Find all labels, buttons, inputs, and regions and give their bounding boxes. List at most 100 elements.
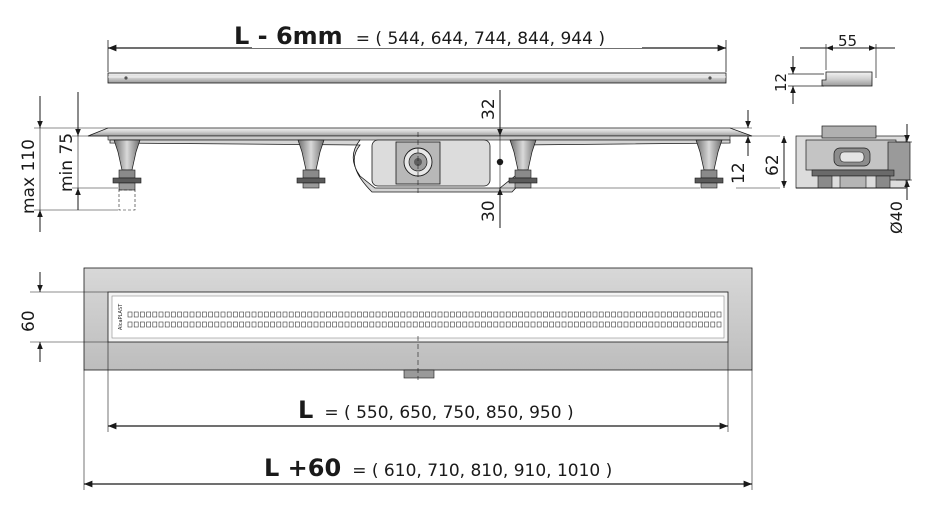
- grate-slot: [276, 321, 282, 328]
- middle-dimension-prefix: L: [298, 396, 313, 424]
- grate-slot: [313, 321, 319, 328]
- grate-slot: [214, 321, 220, 328]
- grate-slot: [301, 321, 306, 328]
- grate-slot: [344, 321, 350, 328]
- grate-slot: [512, 321, 517, 328]
- grate-profile-top: [107, 72, 727, 84]
- grate-slot: [636, 311, 641, 318]
- grate-slot: [474, 321, 480, 328]
- grate-slot: [704, 311, 709, 318]
- side-elevation: max 110 min 75 32 30 12 62: [19, 90, 787, 232]
- grate-slot: [183, 311, 189, 318]
- grate-slot: [487, 311, 492, 318]
- min-75-label: min 75: [57, 133, 77, 192]
- grate-slot: [350, 311, 356, 318]
- grate-slot: [152, 321, 158, 328]
- grate-slot: [512, 311, 517, 318]
- grate-slot: [667, 311, 672, 318]
- grate-slot: [326, 321, 331, 328]
- grate-slot: [350, 321, 356, 328]
- grate-slot: [673, 321, 678, 328]
- grate-slot: [474, 311, 480, 318]
- grate-slot: [685, 321, 691, 328]
- grate-slot: [660, 321, 666, 328]
- grate-slot: [295, 311, 300, 318]
- grate-slot: [611, 321, 616, 328]
- grate-slot: [406, 311, 412, 318]
- grate-slot: [437, 321, 443, 328]
- grate-slot: [493, 311, 499, 318]
- grate-slot: [425, 321, 430, 328]
- end-view: Ø40: [795, 124, 912, 234]
- grate-slot: [648, 311, 654, 318]
- svg-text:L = ( 550, 650, 750, 850: L = ( 550, 650, 750, 850, 950 ): [298, 396, 574, 424]
- grate-slot: [202, 321, 207, 328]
- adjustable-leg: [508, 139, 538, 189]
- grate-slot: [592, 321, 598, 328]
- grate-slot: [586, 311, 592, 318]
- grate-slot: [189, 311, 195, 318]
- grate-slot: [629, 321, 635, 328]
- max-110-label: max 110: [19, 139, 39, 214]
- grate-slot: [549, 311, 554, 318]
- grate-slot: [468, 321, 474, 328]
- grate-slot: [183, 321, 189, 328]
- grate-slot-pattern: [127, 311, 722, 328]
- grate-slot: [505, 321, 511, 328]
- grate-slot: [555, 321, 561, 328]
- grate-slot: [530, 311, 536, 318]
- top-dimension: L - 6mm = ( 544, 644, 744, 844, 944 ): [107, 22, 727, 72]
- adjustable-leg: [296, 139, 326, 189]
- dim-30-label: 30: [479, 200, 499, 222]
- grate-slot: [369, 321, 375, 328]
- grate-slot: [127, 321, 133, 328]
- grate-slot: [673, 311, 678, 318]
- grate-slot: [648, 321, 654, 328]
- grate-slot: [146, 311, 151, 318]
- grate-slot: [691, 321, 697, 328]
- grate-cross-section: 55 12: [772, 32, 895, 104]
- grate-slot: [158, 311, 164, 318]
- grate-slot: [691, 311, 697, 318]
- grate-slot: [710, 321, 716, 328]
- grate-slot: [282, 321, 288, 328]
- grate-slot: [592, 311, 598, 318]
- grate-slot: [710, 311, 716, 318]
- grate-slot: [406, 321, 412, 328]
- grate-slot: [369, 311, 375, 318]
- grate-slot: [127, 311, 133, 318]
- top-dimension-suffix: = ( 544, 644, 744, 844, 944 ): [356, 29, 605, 49]
- dim-32-label: 32: [479, 98, 499, 120]
- grate-slot: [487, 321, 492, 328]
- grate-slot: [543, 321, 548, 328]
- grate-slot: [226, 311, 232, 318]
- grate-slot: [549, 321, 554, 328]
- grate-slot: [716, 311, 722, 318]
- grate-slot: [605, 321, 610, 328]
- grate-slot: [394, 321, 399, 328]
- middle-dimension: L = ( 550, 650, 750, 850, 950 ): [107, 342, 729, 432]
- grate-slot: [685, 311, 691, 318]
- grate-slot: [208, 311, 213, 318]
- grate-slot: [574, 311, 579, 318]
- grate-slot: [282, 311, 288, 318]
- grate-slot: [158, 321, 164, 328]
- grate-slot: [679, 311, 685, 318]
- grate-slot: [437, 311, 443, 318]
- grate-slot: [505, 311, 511, 318]
- grate-slot: [140, 321, 145, 328]
- grate-slot: [189, 321, 195, 328]
- grate-slot: [462, 321, 468, 328]
- grate-slot: [450, 321, 455, 328]
- grate-slot: [419, 311, 424, 318]
- grate-slot: [388, 311, 393, 318]
- svg-text:L +60 = ( 610, 710, 810,: L +60 = ( 610, 710, 810, 910, 1010 ): [264, 454, 612, 482]
- grate-slot: [679, 321, 685, 328]
- grate-slot: [164, 321, 170, 328]
- grate-slot: [264, 321, 269, 328]
- grate-slot: [462, 311, 468, 318]
- grate-slot: [561, 311, 567, 318]
- grate-slot: [332, 321, 337, 328]
- grate-slot: [605, 311, 610, 318]
